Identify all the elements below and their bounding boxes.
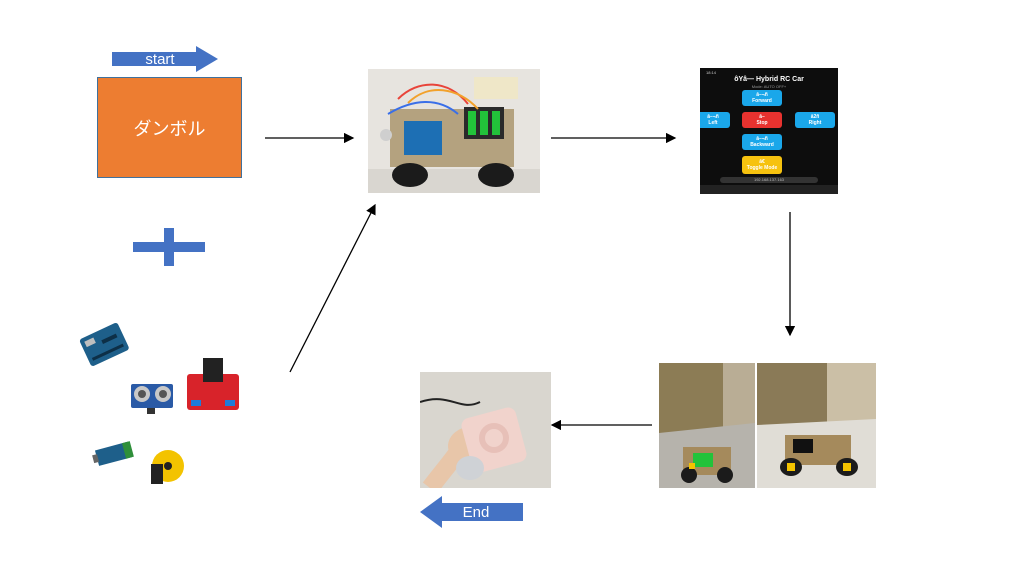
phone-subtitle: Mode: AUTO OFF+ bbox=[751, 84, 787, 89]
car-test-photo-2 bbox=[757, 363, 876, 488]
phone-status-time: 18:14 bbox=[706, 70, 717, 75]
assembled-car-photo bbox=[368, 69, 540, 193]
stop-button[interactable]: â–Stop bbox=[742, 112, 782, 128]
end-arrow bbox=[420, 496, 523, 528]
motor-driver-icon bbox=[187, 358, 239, 410]
phone-nav-bar bbox=[700, 185, 838, 194]
phone-app-title: ôYâ— Hybrid RC Car bbox=[734, 76, 804, 83]
electronic-components-image bbox=[79, 323, 239, 484]
plus-icon bbox=[133, 228, 205, 266]
phone-app-screenshot: 18:14 ôYâ— Hybrid RC Car Mode: AUTO OFF+… bbox=[700, 68, 838, 194]
arrow-parts-to-car bbox=[289, 203, 376, 373]
bluetooth-module-icon bbox=[92, 441, 134, 466]
start-arrow bbox=[112, 46, 218, 72]
cardboard-box-node: ダンボル bbox=[97, 77, 242, 178]
start-label: start bbox=[145, 50, 175, 68]
gear-motor-icon bbox=[151, 450, 184, 484]
ultrasonic-sensor-icon bbox=[131, 384, 173, 414]
end-label: End bbox=[462, 503, 490, 521]
phone-url-bar: 192.168.137.163 bbox=[720, 177, 818, 183]
toggle-mode-button[interactable]: â€Toggle Mode bbox=[742, 156, 782, 174]
wireless-charger-photo bbox=[420, 372, 551, 488]
arduino-board-icon bbox=[79, 323, 129, 366]
car-test-photo-1 bbox=[659, 363, 755, 488]
